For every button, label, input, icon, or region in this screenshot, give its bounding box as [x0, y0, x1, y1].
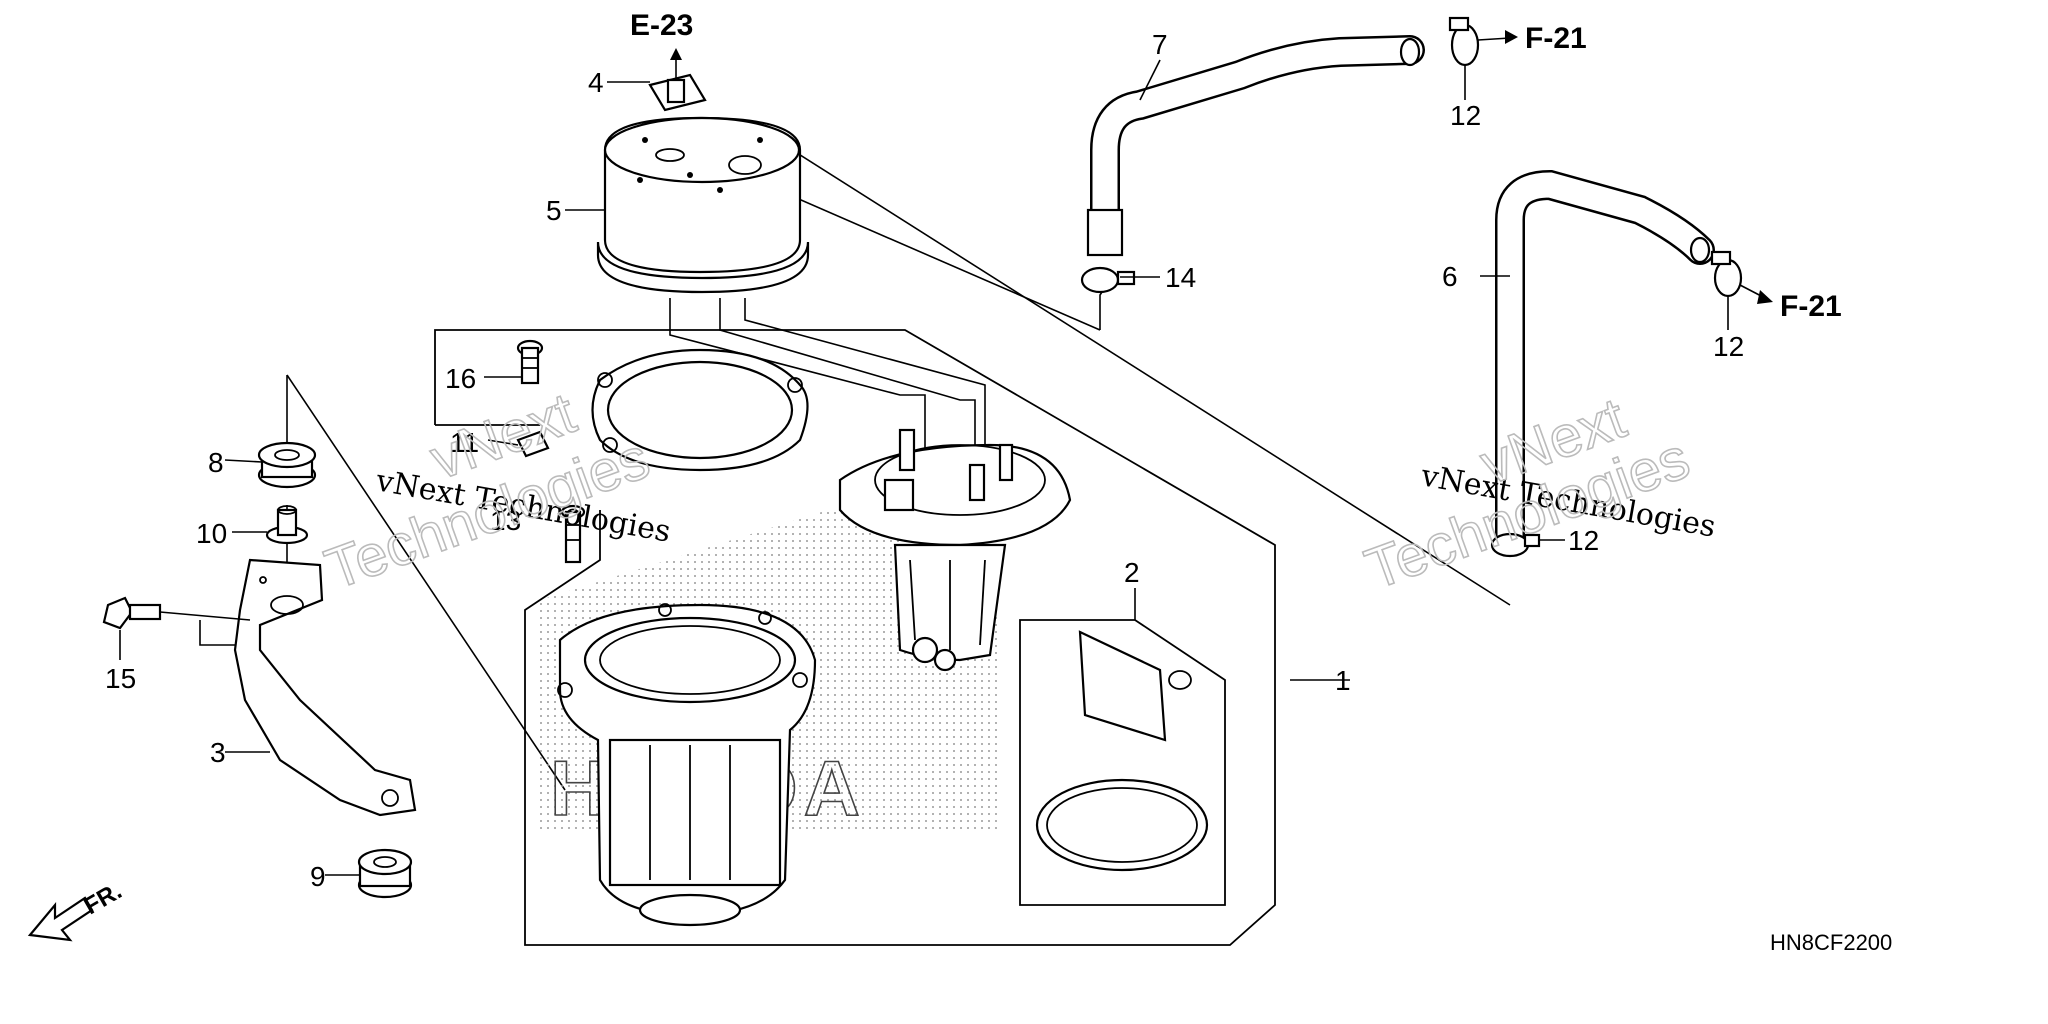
callout-3: 3	[210, 737, 226, 768]
callout-7: 7	[1152, 29, 1168, 60]
fuel-filter-cap	[596, 116, 810, 294]
callout-4: 4	[588, 67, 604, 98]
callout-9: 9	[310, 861, 326, 892]
screw-13	[560, 504, 586, 564]
callout-12-upper: 12	[1450, 100, 1481, 131]
callout-5: 5	[546, 195, 562, 226]
seal-kit	[1035, 630, 1209, 872]
callout-13: 13	[490, 505, 521, 536]
callout-10: 10	[196, 518, 227, 549]
callout-11: 11	[450, 427, 479, 458]
callout-6: 6	[1442, 261, 1458, 292]
watermark-right: vNext Technologies vNext Technologies	[1356, 385, 1718, 603]
callout-2: 2	[1124, 557, 1140, 588]
cap-guide-lines	[669, 119, 1511, 606]
hose-clamp-12-upper	[1448, 16, 1480, 67]
bolt-15	[102, 596, 251, 646]
callout-leaders	[119, 30, 1773, 876]
nut-11	[516, 430, 550, 458]
callout-15: 15	[105, 663, 136, 694]
hose-7	[1086, 35, 1425, 257]
hose-6	[1495, 169, 1715, 555]
callout-12-lower: 12	[1713, 331, 1744, 362]
hose-clamp-12-bottom	[1490, 532, 1541, 558]
reference-labels: E-23 F-21 F-21	[630, 9, 1842, 323]
mounting-bracket	[233, 558, 417, 817]
callout-14: 14	[1165, 262, 1196, 293]
filter-gasket	[591, 348, 809, 472]
callout-8: 8	[208, 447, 224, 478]
fuel-filter-body	[557, 603, 817, 927]
front-direction-marker: FR.	[27, 877, 126, 942]
diagram-code: HN8CF2200	[1770, 930, 1892, 955]
grommet-8	[257, 441, 317, 489]
callout-16: 16	[445, 363, 476, 394]
hose-clamp-12-lower	[1710, 250, 1743, 298]
ref-e23: E-23	[630, 9, 693, 42]
callout-12-bottom: 12	[1568, 525, 1599, 556]
hose-clamp-14	[1080, 266, 1136, 294]
collar-10	[265, 505, 309, 545]
callout-labels: 1 2 3 4 5 6 7 8 9 10 11 12 12 12 13 14 1…	[105, 29, 1744, 892]
cap-fitting	[648, 48, 707, 112]
fuel-pump-module	[838, 428, 1072, 672]
bolt-16	[516, 339, 544, 385]
ref-f21-upper: F-21	[1525, 22, 1587, 55]
seal-kit-box	[1019, 619, 1226, 906]
callout-1: 1	[1335, 665, 1351, 696]
grommet-9	[357, 848, 413, 899]
assembly-outline	[434, 329, 1276, 946]
ref-f21-lower: F-21	[1780, 290, 1842, 323]
